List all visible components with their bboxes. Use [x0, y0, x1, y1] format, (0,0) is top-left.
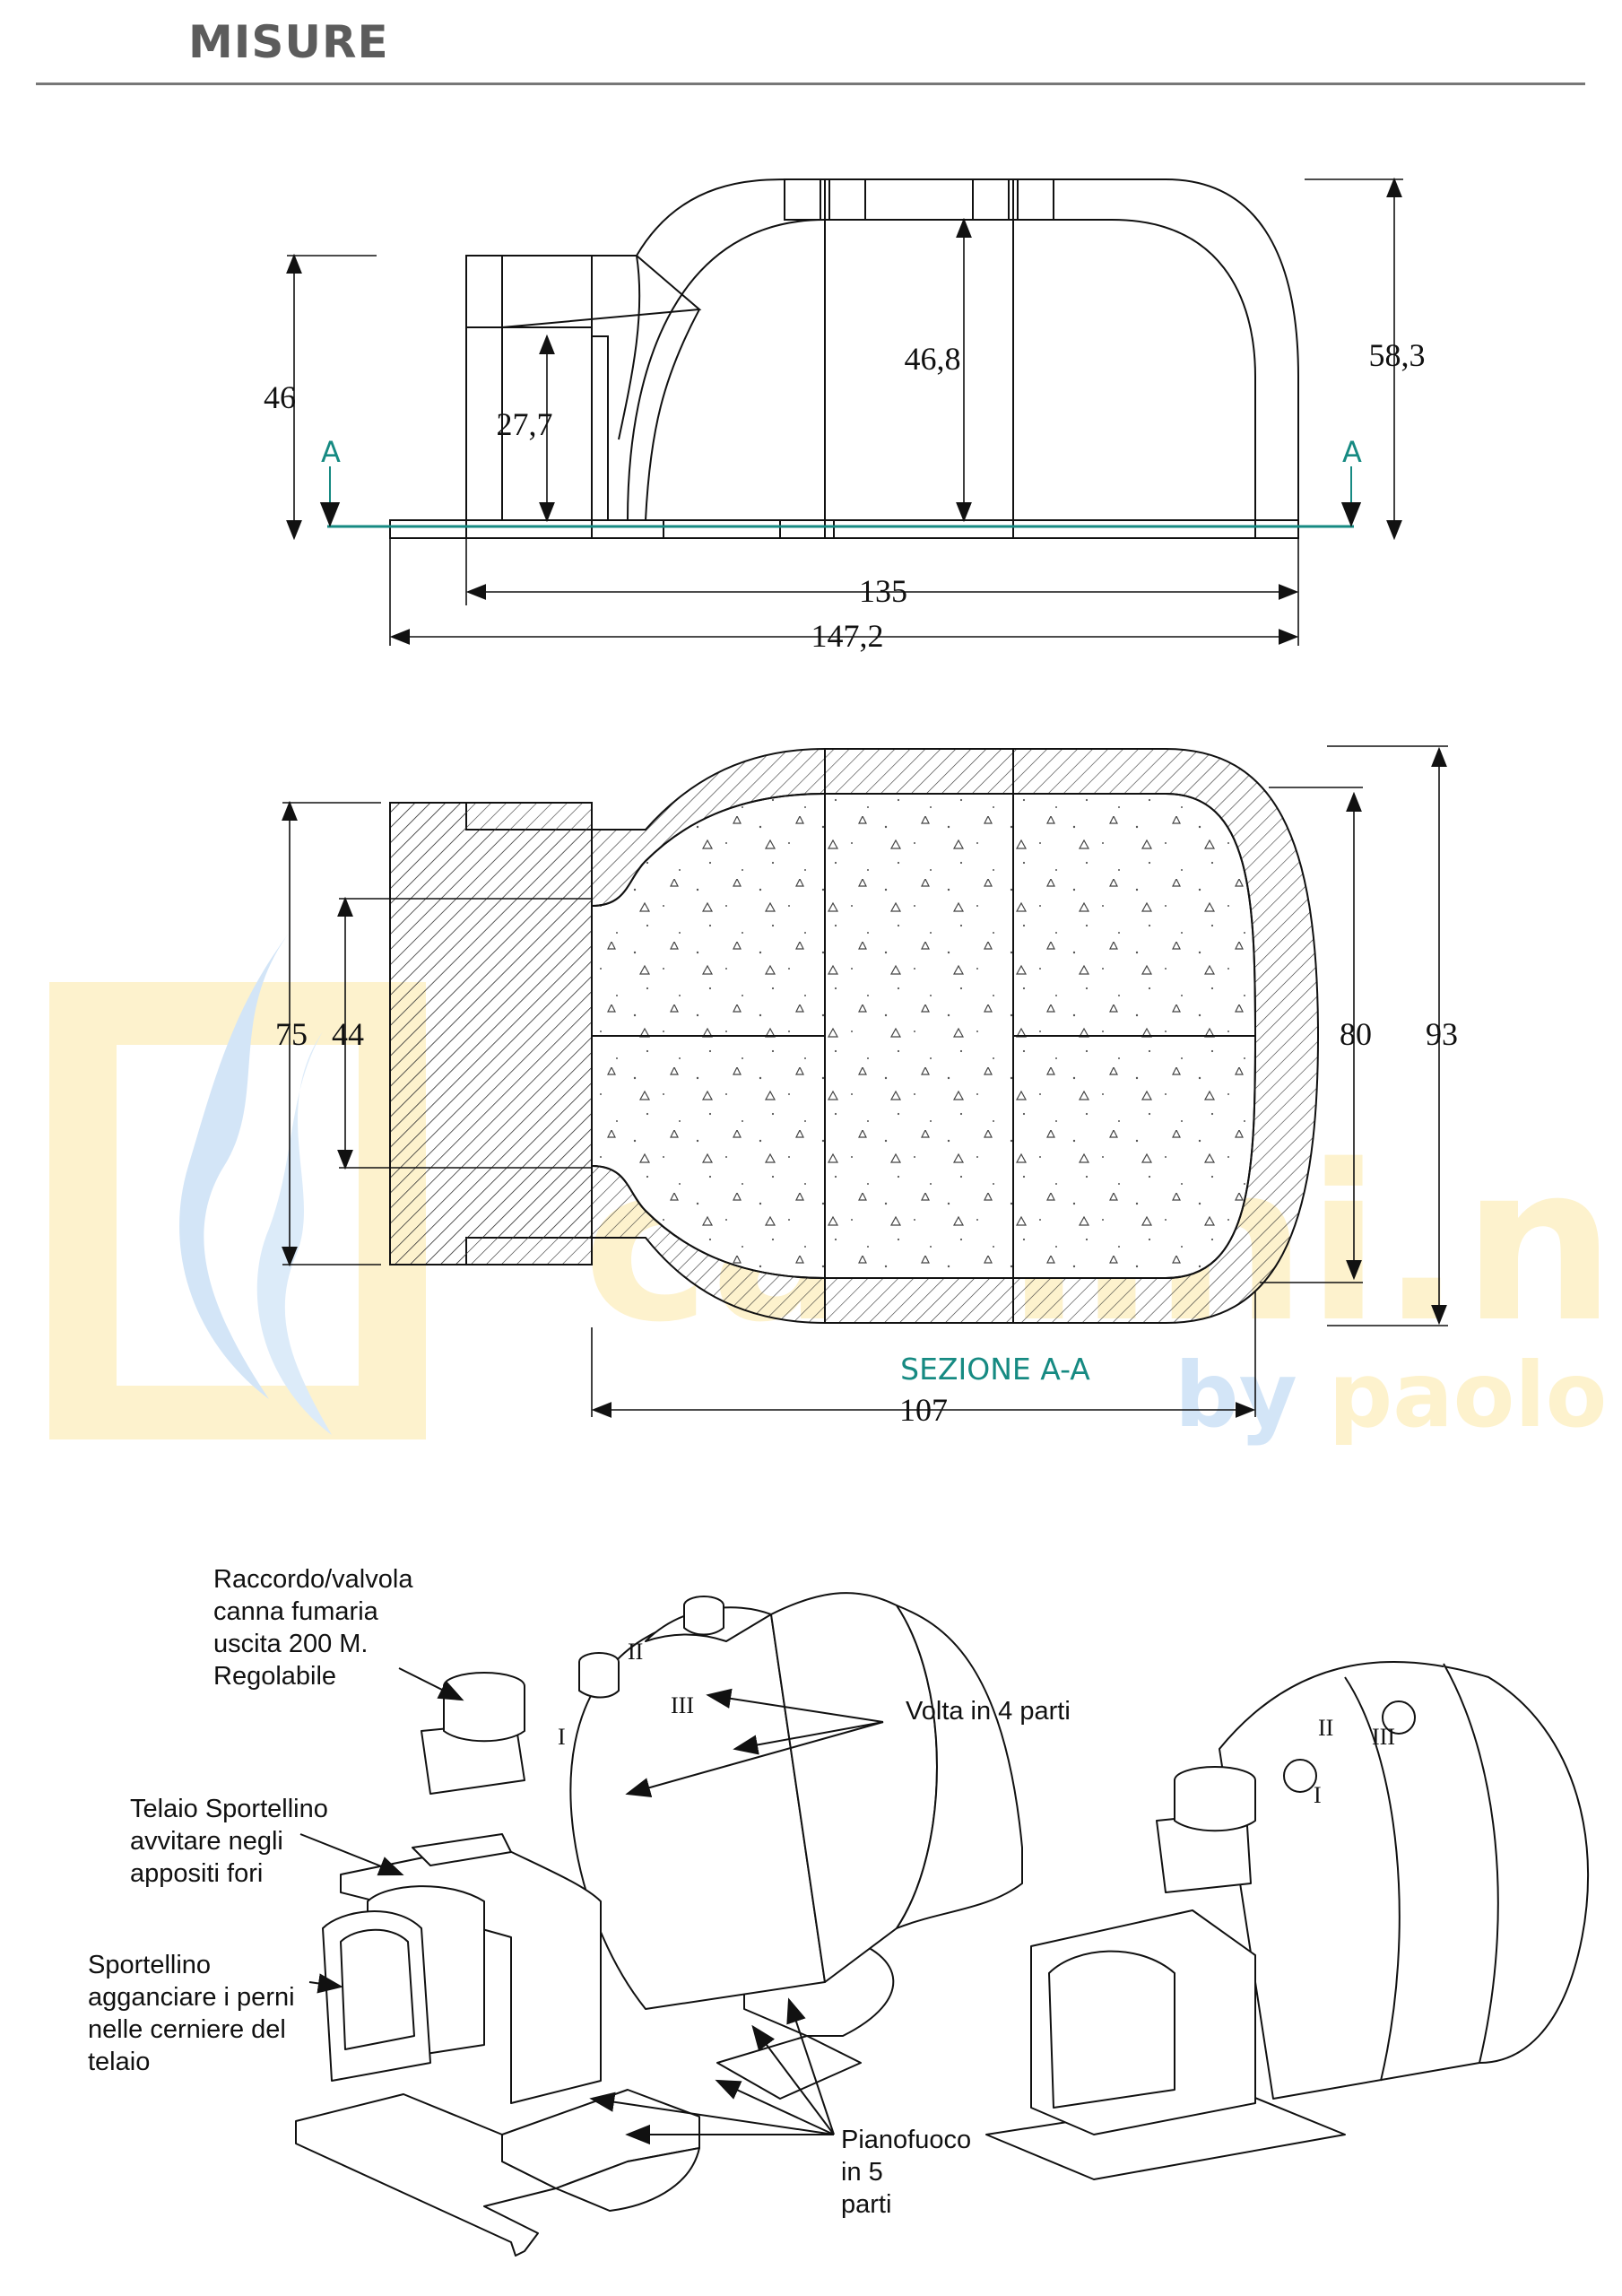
- dim-total-width: 93: [1426, 1016, 1458, 1052]
- hearth-piece: [295, 2093, 557, 2257]
- dim-interior-depth: 107: [899, 1392, 948, 1428]
- vault-section: [896, 1605, 1023, 1929]
- part-numerals: II III I I III II: [558, 1639, 1395, 1808]
- exploded-view: [295, 1592, 1023, 2257]
- section-label: SEZIONE A-A: [900, 1352, 1090, 1387]
- flue-collar: [443, 1686, 525, 1743]
- note-frame: Telaio Sportellino avvitare negli apposi…: [130, 1795, 335, 1888]
- dim-interior-height: 46,8: [905, 341, 961, 377]
- front-block: [389, 802, 593, 1265]
- part-numeral: I: [558, 1724, 566, 1750]
- plan-view-dimensions: [282, 745, 1448, 1418]
- front-portal: [465, 255, 593, 539]
- hearth-piece: [716, 2035, 862, 2100]
- plan-view: [389, 748, 1320, 1324]
- watermark: camini.net by paolo barzotti: [49, 924, 1622, 1448]
- dome-outer: [636, 178, 1299, 529]
- assembled-door-opening: [1048, 1950, 1175, 2109]
- part-numeral: III: [671, 1692, 694, 1718]
- side-view-dimensions: [286, 177, 1403, 646]
- dim-front-width: 75: [275, 1016, 308, 1052]
- note-flue: Raccordo/valvola canna fumaria uscita 20…: [213, 1565, 421, 1691]
- page-title: MISURE: [188, 16, 389, 68]
- section-marker-right: A: [1342, 435, 1362, 469]
- note-vault: Volta in 4 parti: [906, 1697, 1071, 1726]
- side-view: [389, 178, 1299, 539]
- dim-height-front: 46: [264, 379, 296, 415]
- dim-door-height: 27,7: [497, 406, 553, 442]
- assembled-flue-plug: [1283, 1759, 1317, 1793]
- hearth-piece: [555, 2147, 700, 2212]
- dim-total-height: 58,3: [1369, 337, 1426, 373]
- section-marker-left: A: [321, 435, 341, 469]
- watermark-first: paolo: [1329, 1343, 1608, 1448]
- note-door: Sportellino agganciare i perni nelle cer…: [88, 1951, 302, 2076]
- flame-icon: [179, 924, 296, 1399]
- base-slab: [389, 519, 1299, 539]
- note-hearth: Pianofuoco in 5 parti: [841, 2126, 978, 2219]
- dim-total-length: 147,2: [811, 618, 884, 654]
- section-cut-line: A A: [319, 435, 1362, 528]
- dim-base-length: 135: [859, 573, 907, 609]
- part-numeral: III: [1372, 1724, 1395, 1750]
- door-window: [340, 1928, 415, 2050]
- title-divider: [36, 83, 1585, 85]
- part-numeral: I: [1314, 1782, 1322, 1808]
- assembled-view: [985, 1661, 1590, 2180]
- watermark-byline: by paolo barzotti: [1175, 1343, 1622, 1448]
- flue-plug: [578, 1662, 620, 1699]
- part-numeral: II: [628, 1639, 643, 1665]
- dim-interior-width: 80: [1340, 1016, 1372, 1052]
- watermark-by: by: [1175, 1343, 1297, 1448]
- dim-door-width: 44: [332, 1016, 364, 1052]
- part-numeral: II: [1318, 1715, 1333, 1741]
- callout-arrows: [299, 1667, 884, 2145]
- assembled-flue-plug: [1382, 1700, 1416, 1735]
